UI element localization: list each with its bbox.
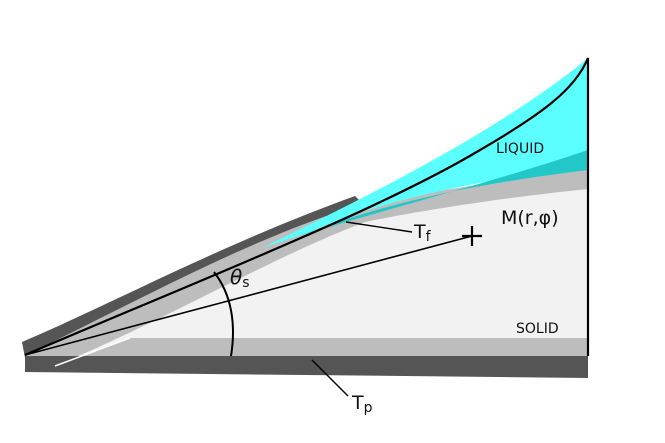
tp-leader-line	[311, 359, 349, 397]
theta-label-main: θ	[230, 265, 242, 289]
solid-lower-band	[40, 338, 588, 366]
tp-label: Tp	[351, 392, 373, 416]
tf-leader-line	[345, 221, 413, 233]
theta-arc	[213, 271, 234, 357]
liquid-label: LIQUID	[496, 141, 544, 157]
tf-label: Tf	[413, 221, 432, 245]
wedge-outline	[24, 57, 590, 357]
liquid-interface-layer	[300, 150, 588, 236]
theta-label: θs	[230, 265, 250, 291]
solid-region	[55, 189, 588, 366]
point-m-marker	[462, 226, 482, 246]
point-m-label: M(r,φ)	[501, 207, 559, 229]
tf-label-sub: f	[426, 229, 432, 245]
theta-label-sub: s	[242, 275, 249, 291]
liquid-region	[262, 58, 588, 248]
tp-label-sub: p	[364, 400, 373, 416]
solid-label: SOLID	[516, 321, 559, 337]
tp-label-main: T	[351, 392, 364, 414]
radial-line	[24, 235, 473, 356]
tf-label-main: T	[413, 221, 426, 243]
apex-highlight-line	[54, 337, 131, 367]
bottom-plate	[25, 356, 588, 378]
